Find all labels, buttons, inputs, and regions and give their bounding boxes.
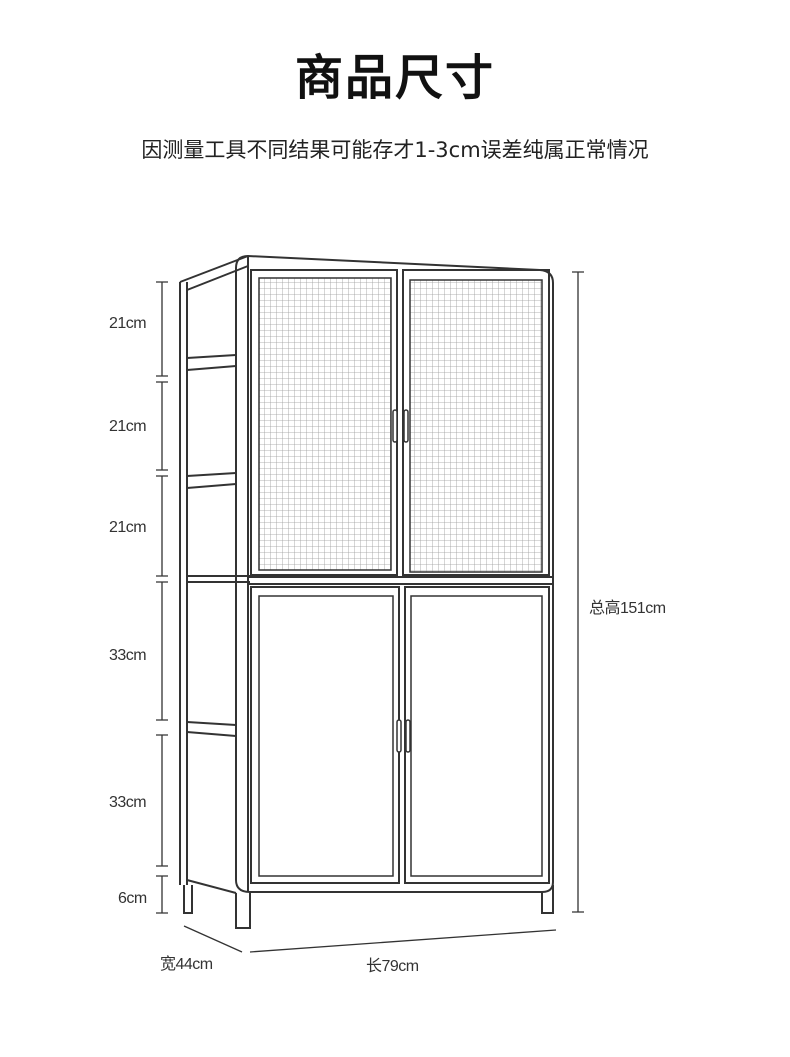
- lower-left-handle: [396, 719, 402, 753]
- dimension-length: 长79cm: [366, 958, 419, 975]
- dimension-total-height: 总高151cm: [589, 600, 666, 617]
- dimension-shelf-1: 21cm: [109, 315, 147, 332]
- dimension-shelf-2: 21cm: [109, 418, 147, 435]
- upper-left-handle: [392, 409, 398, 443]
- measurement-disclaimer: 因测量工具不同结果可能存才1-3cm误差纯属正常情况: [141, 138, 649, 162]
- upper-glass-doors: [250, 269, 550, 576]
- cabinet-front-frame: [235, 254, 554, 914]
- page-title: 商品尺寸: [294, 50, 495, 106]
- lower-doors: [250, 586, 550, 884]
- cabinet-side-panel: [179, 255, 251, 929]
- width-dimension-lines: [183, 925, 557, 953]
- dimension-shelf-5: 33cm: [109, 794, 147, 811]
- dimension-depth: 宽44cm: [160, 956, 213, 973]
- dimension-shelf-4: 33cm: [109, 647, 147, 664]
- total-height-dimension-line: [572, 271, 584, 913]
- shelf-dimension-lines: [156, 281, 168, 914]
- upper-right-handle: [403, 409, 409, 443]
- lower-right-handle: [405, 719, 411, 753]
- dimension-leg-height: 6cm: [118, 890, 147, 907]
- dimension-shelf-3: 21cm: [109, 519, 147, 536]
